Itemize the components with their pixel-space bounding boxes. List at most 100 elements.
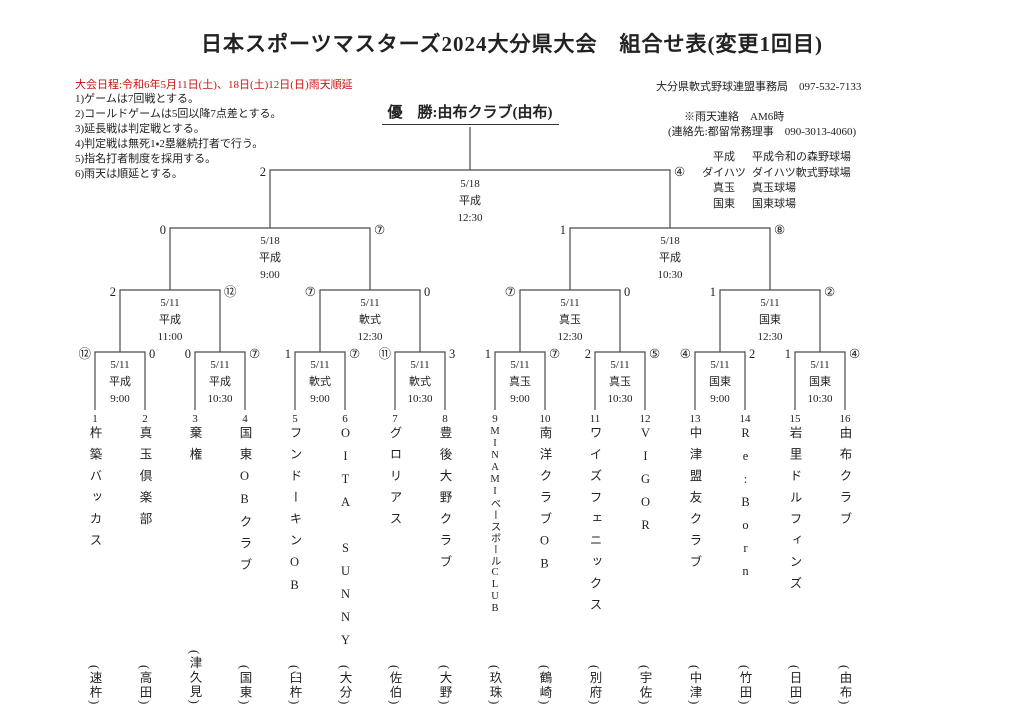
team-name: 豊後大野クラブ xyxy=(437,426,452,577)
match-time: 10:30 xyxy=(807,393,833,405)
r16-7-left-score: ④ xyxy=(679,347,691,361)
r16-3-left-score: 1 xyxy=(284,347,291,361)
match-venue: 国東 xyxy=(809,376,831,388)
qf3-left-score: ⑦ xyxy=(504,285,516,299)
venue-short: 国東 xyxy=(713,197,735,210)
team-seed: 4 xyxy=(242,413,248,425)
match-time: 12:30 xyxy=(457,212,483,224)
team-name: 岩里ドルフィンズ xyxy=(787,426,802,598)
team-name: グロリアス xyxy=(387,426,402,534)
venue-legend: 平成平成令和の森野球場 ダイハツダイハツ軟式野球場 真玉真玉球場 国東国東球場 xyxy=(700,150,851,212)
team-area: (由布) xyxy=(837,664,852,706)
venue-legend-row: 国東 国東球場 xyxy=(700,197,851,213)
team-name: 棄権 xyxy=(187,426,202,469)
match-date: 5/11 xyxy=(710,359,730,371)
champion-label: 優 勝:由布クラブ(由布) xyxy=(381,101,559,125)
team-area: (鶴崎) xyxy=(537,664,552,706)
r16-2-left-score: 0 xyxy=(184,347,191,361)
match-venue: 真玉 xyxy=(609,376,631,388)
rule-item: 1)ゲームは7回戦とする。 xyxy=(75,93,200,105)
match-time: 9:00 xyxy=(510,393,530,405)
team-name: 杵築バッカス xyxy=(87,426,102,555)
match-date: 5/11 xyxy=(310,359,330,371)
sf2-right-score: ⑧ xyxy=(774,223,786,237)
qf1-match-info: 5/11 平成 11:00 xyxy=(130,295,210,346)
champion-line: 優 勝:由布クラブ(由布) xyxy=(330,101,610,125)
r16-5-left-score: 1 xyxy=(484,347,491,361)
match-date: 5/11 xyxy=(760,297,780,309)
r16-4-match-info: 5/11 軟式 10:30 xyxy=(380,357,460,408)
match-venue: 真玉 xyxy=(559,314,581,326)
match-date: 5/11 xyxy=(810,359,830,371)
match-date: 5/11 xyxy=(560,297,580,309)
qf1-left-score: 2 xyxy=(109,285,116,299)
team-seed: 8 xyxy=(442,413,448,425)
match-date: 5/11 xyxy=(610,359,630,371)
team-area: (大野) xyxy=(437,664,452,706)
qf3-right-score: 0 xyxy=(624,285,631,299)
qf2-right-score: 0 xyxy=(424,285,431,299)
match-date: 5/11 xyxy=(110,359,130,371)
match-time: 12:30 xyxy=(557,331,583,343)
match-date: 5/18 xyxy=(660,235,680,247)
r16-5-match-info: 5/11 真玉 9:00 xyxy=(480,357,560,408)
r16-5-right-score: ⑦ xyxy=(549,347,561,361)
r16-4-left-score: ⑪ xyxy=(378,347,391,361)
match-venue: 真玉 xyxy=(509,376,531,388)
r16-8-left-score: 1 xyxy=(784,347,791,361)
team-name: フンドーキンOB xyxy=(287,426,302,601)
sf1-left-score: 0 xyxy=(159,223,166,237)
r16-2-match-info: 5/11 平成 10:30 xyxy=(180,357,260,408)
match-time: 9:00 xyxy=(310,393,330,405)
match-time: 10:30 xyxy=(607,393,633,405)
qf4-right-score: ② xyxy=(824,285,836,299)
rain-contact-time: ※雨天連絡 AM6時 xyxy=(684,111,785,123)
match-venue: 平成 xyxy=(109,376,131,388)
team-seed: 3 xyxy=(192,413,198,425)
team-seed: 15 xyxy=(789,413,801,425)
venue-name: 真玉球場 xyxy=(752,182,796,194)
r16-6-left-score: 2 xyxy=(584,347,591,361)
r16-6-match-info: 5/11 真玉 10:30 xyxy=(580,357,660,408)
sf2-match-info: 5/18 平成 10:30 xyxy=(630,233,710,284)
match-time: 11:00 xyxy=(157,331,183,343)
team-seed: 9 xyxy=(492,413,498,425)
team-seed: 10 xyxy=(539,413,551,425)
team-name: OITA SUNNY xyxy=(338,426,353,656)
match-venue: 軟式 xyxy=(409,376,431,388)
team-seed: 6 xyxy=(342,413,348,425)
sf2-left-score: 1 xyxy=(559,223,566,237)
team-name: ワイズフェニックス xyxy=(587,426,602,620)
match-venue: 平成 xyxy=(259,252,281,264)
team-area: (日田) xyxy=(787,664,802,706)
final-match-info: 5/18 平成 12:30 xyxy=(430,176,510,227)
final-left-score: 2 xyxy=(259,165,266,179)
r16-8-right-score: ④ xyxy=(849,347,861,361)
team-area: (別府) xyxy=(587,664,602,706)
match-time: 10:30 xyxy=(407,393,433,405)
qf3-match-info: 5/11 真玉 12:30 xyxy=(530,295,610,346)
rule-item: 6)雨天は順延とする。 xyxy=(75,168,183,180)
qf2-match-info: 5/11 軟式 12:30 xyxy=(330,295,410,346)
match-date: 5/11 xyxy=(360,297,380,309)
team-seed: 1 xyxy=(92,413,98,425)
match-venue: 平成 xyxy=(659,252,681,264)
team-name: VIGOR xyxy=(638,426,653,541)
match-time: 10:30 xyxy=(207,393,233,405)
rain-contact-person: (連絡先:都留常務理事 090-3013-4060) xyxy=(668,126,857,138)
team-name: MINAMIベースボールCLUB xyxy=(489,426,501,615)
venue-name: 国東球場 xyxy=(752,197,796,210)
match-date: 5/11 xyxy=(410,359,430,371)
r16-1-left-score: ⑫ xyxy=(78,347,91,361)
rule-item: 4)判定戦は無死1・2塁継続打者で行う。 xyxy=(75,138,264,150)
